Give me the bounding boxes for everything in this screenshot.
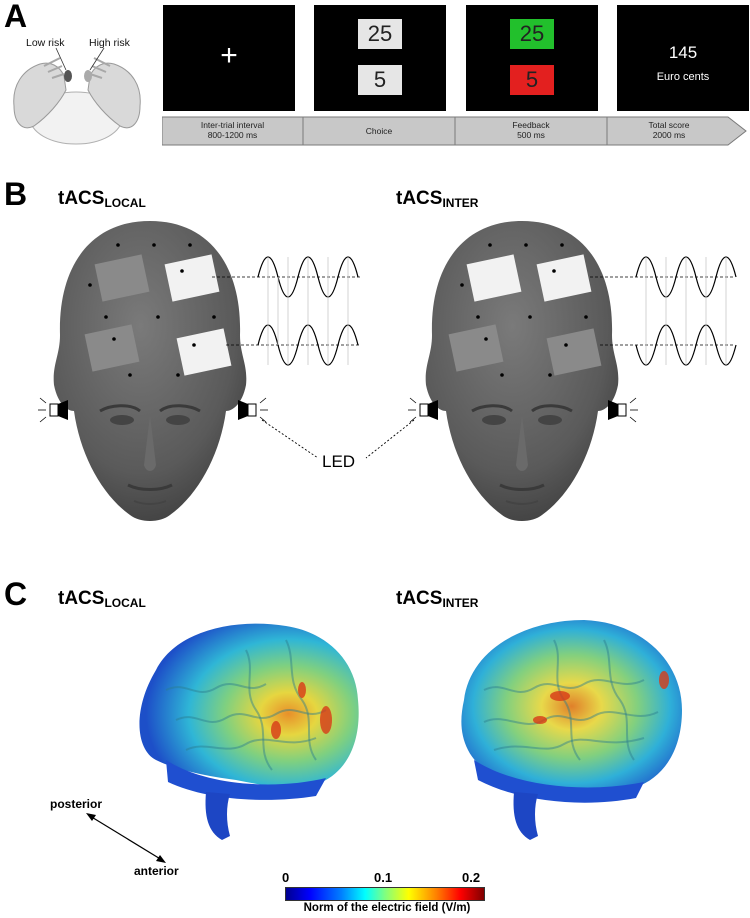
timeline-segment-choice: Choice xyxy=(303,126,455,156)
score-unit: Euro cents xyxy=(656,71,710,83)
head-local xyxy=(53,221,247,521)
timeline-segment-name: Choice xyxy=(365,126,393,136)
posterior-label: posterior xyxy=(50,797,103,811)
brain-inter xyxy=(461,620,682,840)
feedback-loss-option: 5 xyxy=(510,65,554,95)
led-inter-right xyxy=(608,397,638,423)
trial-timeline: Inter-trial interval 800-1200 ms Choice … xyxy=(162,116,747,146)
condition-sub: INTER xyxy=(442,196,479,210)
led-callout-line-right xyxy=(365,419,415,459)
high-risk-label: High risk xyxy=(89,37,130,49)
condition-base: tACS xyxy=(58,588,105,609)
stimulation-waveforms xyxy=(38,256,737,459)
fixation-screen: + xyxy=(163,5,295,111)
fixation-cross: + xyxy=(220,39,238,72)
condition-title-local-c: tACSLOCAL xyxy=(58,588,146,610)
timeline-segment-feedback: Feedback 500 ms xyxy=(455,120,607,150)
led-local-left xyxy=(38,397,68,423)
colorbar-tick-2: 0.2 xyxy=(462,870,481,885)
feedback-screen: 25 5 xyxy=(466,5,598,111)
timeline-segment-name: Inter-trial interval xyxy=(200,120,265,130)
panel-c-letter: C xyxy=(4,576,28,612)
timeline-segment-duration: 500 ms xyxy=(517,130,545,140)
score-value: 145 xyxy=(668,43,698,62)
electrode-local-right-parietal xyxy=(176,328,232,376)
brain-local xyxy=(139,623,359,840)
waveform-local-frontal xyxy=(212,256,360,298)
electrode-local-left-parietal xyxy=(84,324,140,372)
timeline-segment-name: Feedback xyxy=(512,120,550,130)
electrode-local-right-frontal xyxy=(164,254,220,302)
led-inter-left xyxy=(408,397,438,423)
condition-sub: LOCAL xyxy=(104,596,146,610)
timeline-segment-name: Total score xyxy=(648,120,690,130)
feedback-gain-option: 25 xyxy=(510,19,554,49)
hands-illustration xyxy=(13,47,141,145)
electrode-inter-right-parietal xyxy=(546,328,602,376)
timeline-segment-duration: 2000 ms xyxy=(652,130,686,140)
condition-sub: INTER xyxy=(442,596,479,610)
waveform-inter-frontal xyxy=(590,256,737,298)
colorbar xyxy=(285,887,485,901)
low-risk-label: Low risk xyxy=(26,37,65,49)
score-screen: 145 Euro cents xyxy=(617,5,749,111)
waveform-local-parietal xyxy=(226,324,360,366)
anterior-label: anterior xyxy=(134,864,179,878)
electrode-inter-left-frontal xyxy=(466,254,522,302)
condition-base: tACS xyxy=(396,188,443,209)
condition-title-inter: tACSINTER xyxy=(396,188,478,210)
electrode-local-left-frontal xyxy=(94,254,150,302)
timeline-arrow xyxy=(162,116,747,146)
led-local-right xyxy=(238,397,268,423)
electrode-inter-left-parietal xyxy=(448,324,504,372)
choice-low-option: 5 xyxy=(358,65,402,95)
led-callout-line-left xyxy=(261,419,319,459)
timeline-segment-duration: 800-1200 ms xyxy=(207,130,258,140)
condition-base: tACS xyxy=(396,588,443,609)
waveform-inter-parietal xyxy=(600,324,737,366)
electrode-inter-right-frontal xyxy=(536,254,592,302)
choice-screen: 25 5 xyxy=(314,5,446,111)
panel-b-letter: B xyxy=(4,176,28,212)
condition-title-local: tACSLOCAL xyxy=(58,188,146,210)
timeline-segment-iti: Inter-trial interval 800-1200 ms xyxy=(162,120,303,150)
colorbar-tick-0: 0 xyxy=(282,870,290,885)
head-inter xyxy=(425,221,619,521)
condition-base: tACS xyxy=(58,188,105,209)
choice-high-option: 25 xyxy=(358,19,402,49)
colorbar-label: Norm of the electric field (V/m) xyxy=(303,902,471,914)
condition-title-inter-c: tACSINTER xyxy=(396,588,478,610)
timeline-segment-score: Total score 2000 ms xyxy=(607,120,731,150)
panel-a-letter: A xyxy=(4,0,28,34)
condition-sub: LOCAL xyxy=(104,196,146,210)
orientation-arrow xyxy=(86,813,166,863)
colorbar-ticks: 0 0.1 0.2 xyxy=(278,870,498,886)
colorbar-tick-1: 0.1 xyxy=(374,870,393,885)
led-label: LED xyxy=(322,452,356,471)
